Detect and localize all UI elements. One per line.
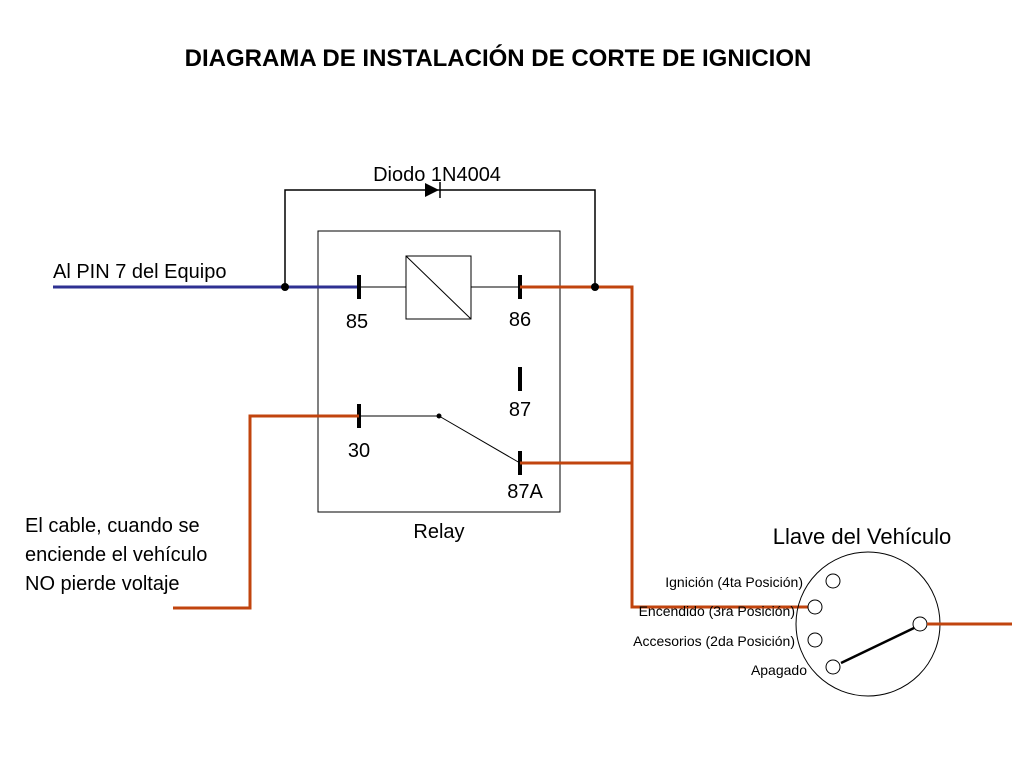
diode-label: Diodo 1N4004	[373, 164, 501, 186]
pin-30-wire	[173, 414, 359, 610]
key-contact-off	[825, 659, 841, 675]
key-label: Llave del Vehículo	[773, 524, 952, 549]
relay-label: Relay	[413, 521, 464, 543]
key-contact-common	[912, 616, 928, 632]
key-contact-start	[807, 599, 823, 615]
junction-dot-right	[591, 283, 599, 291]
pin-30-label: 30	[348, 440, 370, 462]
key-contact-arm	[840, 626, 915, 665]
key-position-off: Apagado	[751, 662, 807, 678]
key-position-ignition: Ignición (4ta Posición)	[665, 574, 803, 590]
diode-symbol	[425, 182, 441, 198]
note-line-3: NO pierde voltaje	[25, 573, 180, 595]
input-label: Al PIN 7 del Equipo	[53, 261, 226, 283]
pin-86-label: 86	[509, 309, 531, 331]
relay-coil	[359, 255, 520, 320]
key-position-accessories: Accesorios (2da Posición)	[633, 633, 795, 649]
key-contact-accessories	[807, 632, 823, 648]
pin-87a-label: 87A	[507, 481, 543, 503]
note-line-2: enciende el vehículo	[25, 544, 207, 566]
note-line-1: El cable, cuando se	[25, 515, 200, 537]
diagram-title: DIAGRAMA DE INSTALACIÓN DE CORTE DE IGNI…	[185, 44, 812, 72]
pin-85-label: 85	[346, 311, 368, 333]
pin-87-label: 87	[509, 399, 531, 421]
relay-switch-arm	[359, 413, 521, 464]
key-contact-ignition	[825, 573, 841, 589]
junction-dot-left	[281, 283, 289, 291]
pin-86-to-key-wire	[520, 285, 808, 609]
key-position-start: Encendido (3ra Posición)	[639, 603, 795, 619]
relay-box	[317, 230, 561, 513]
